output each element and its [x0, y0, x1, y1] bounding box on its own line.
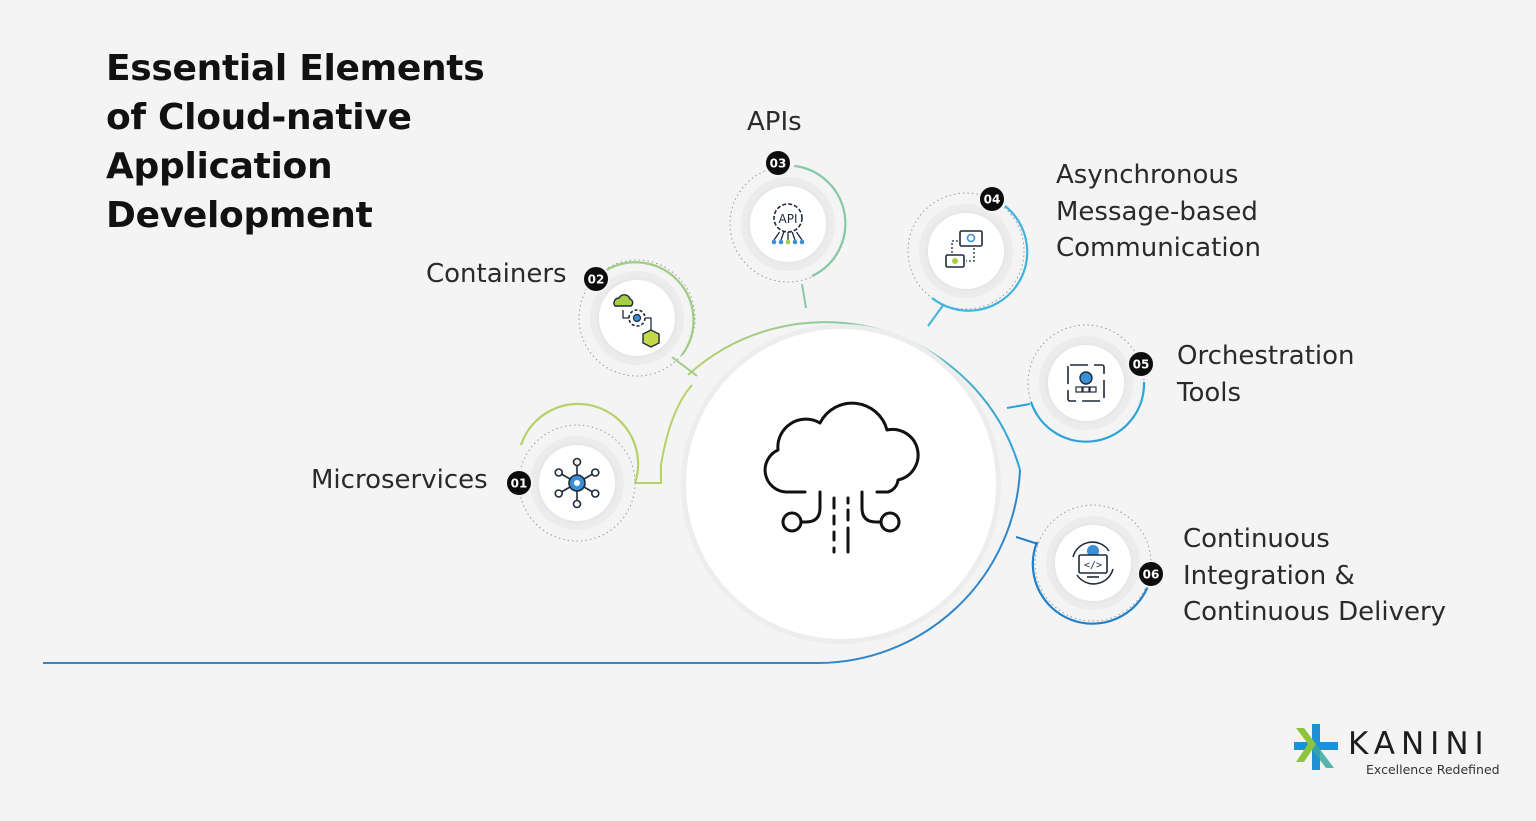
svg-text:03: 03 [770, 157, 787, 171]
message-exchange-icon [945, 230, 983, 268]
item-accent-arc [519, 402, 640, 484]
label-apis: APIs [747, 107, 802, 137]
item-accent-arc [604, 261, 695, 356]
connector-04 [927, 303, 945, 327]
page-title: Essential Elements of Cloud-native Appli… [106, 44, 526, 240]
title-line-3: Application [106, 146, 333, 187]
item-node-02: 02 [578, 259, 696, 377]
connector-02 [671, 356, 698, 377]
connector-01 [636, 384, 693, 484]
item-accent-arc [1031, 541, 1150, 625]
item-node-05: 05 [1027, 324, 1155, 443]
title-line-1: Essential Elements [106, 48, 485, 89]
item-node-04: 04 [907, 185, 1029, 312]
svg-text:API: API [779, 212, 798, 226]
label-containers: Containers [426, 259, 567, 289]
number-badge-03: 03 [764, 149, 792, 177]
api-gear-icon: API [771, 203, 805, 245]
svg-text:04: 04 [984, 193, 1001, 207]
baseline-line [43, 469, 1021, 664]
kanini-cross-icon [1294, 724, 1338, 770]
item-accent-arc [794, 164, 847, 277]
item-dotted-ring [907, 192, 1025, 310]
item-dotted-ring [578, 259, 696, 377]
code-monitor-cycle-icon: </> [1072, 541, 1114, 585]
container-gear-box-icon [613, 294, 660, 348]
center-circle [686, 329, 996, 639]
connector-03 [801, 283, 807, 309]
microservices-hub-icon [554, 457, 600, 509]
number-badge-05: 05 [1127, 350, 1155, 378]
label-microservices: Microservices [311, 465, 488, 495]
number-badge-06: 06 [1137, 560, 1165, 588]
cloud-network-icon [763, 401, 920, 554]
kanini-logo: KANINI Excellence Redefined [1290, 720, 1510, 780]
title-line-2: of Cloud-native [106, 97, 412, 138]
number-badge-02: 02 [582, 265, 610, 293]
title-line-4: Development [106, 195, 373, 236]
item-inner-disc [928, 213, 1004, 289]
label-orchestration: Orchestration Tools [1177, 341, 1355, 408]
logo-wordmark: KANINI [1348, 726, 1490, 762]
svg-text:01: 01 [511, 477, 528, 491]
item-accent-arc [931, 205, 1029, 312]
item-node-03: API 03 [729, 149, 847, 283]
connector-06 [1015, 536, 1039, 545]
logo-tagline: Excellence Redefined [1366, 762, 1500, 777]
svg-text:06: 06 [1143, 568, 1160, 582]
label-ci-cd: Continuous Integration & Continuous Deli… [1183, 524, 1447, 627]
svg-text:</>: </> [1084, 560, 1102, 571]
item-node-01: 01 [505, 402, 640, 542]
orchestration-cycle-icon [1067, 364, 1105, 402]
connector-05 [1006, 403, 1031, 409]
item-accent-arc [1029, 381, 1146, 443]
svg-text:05: 05 [1133, 358, 1150, 372]
number-badge-01: 01 [505, 469, 533, 497]
item-node-06: </> 06 [1031, 504, 1165, 625]
label-async-messaging: Asynchronous Message-based Communication [1056, 160, 1261, 263]
svg-text:02: 02 [588, 273, 605, 287]
number-badge-04: 04 [978, 185, 1006, 213]
